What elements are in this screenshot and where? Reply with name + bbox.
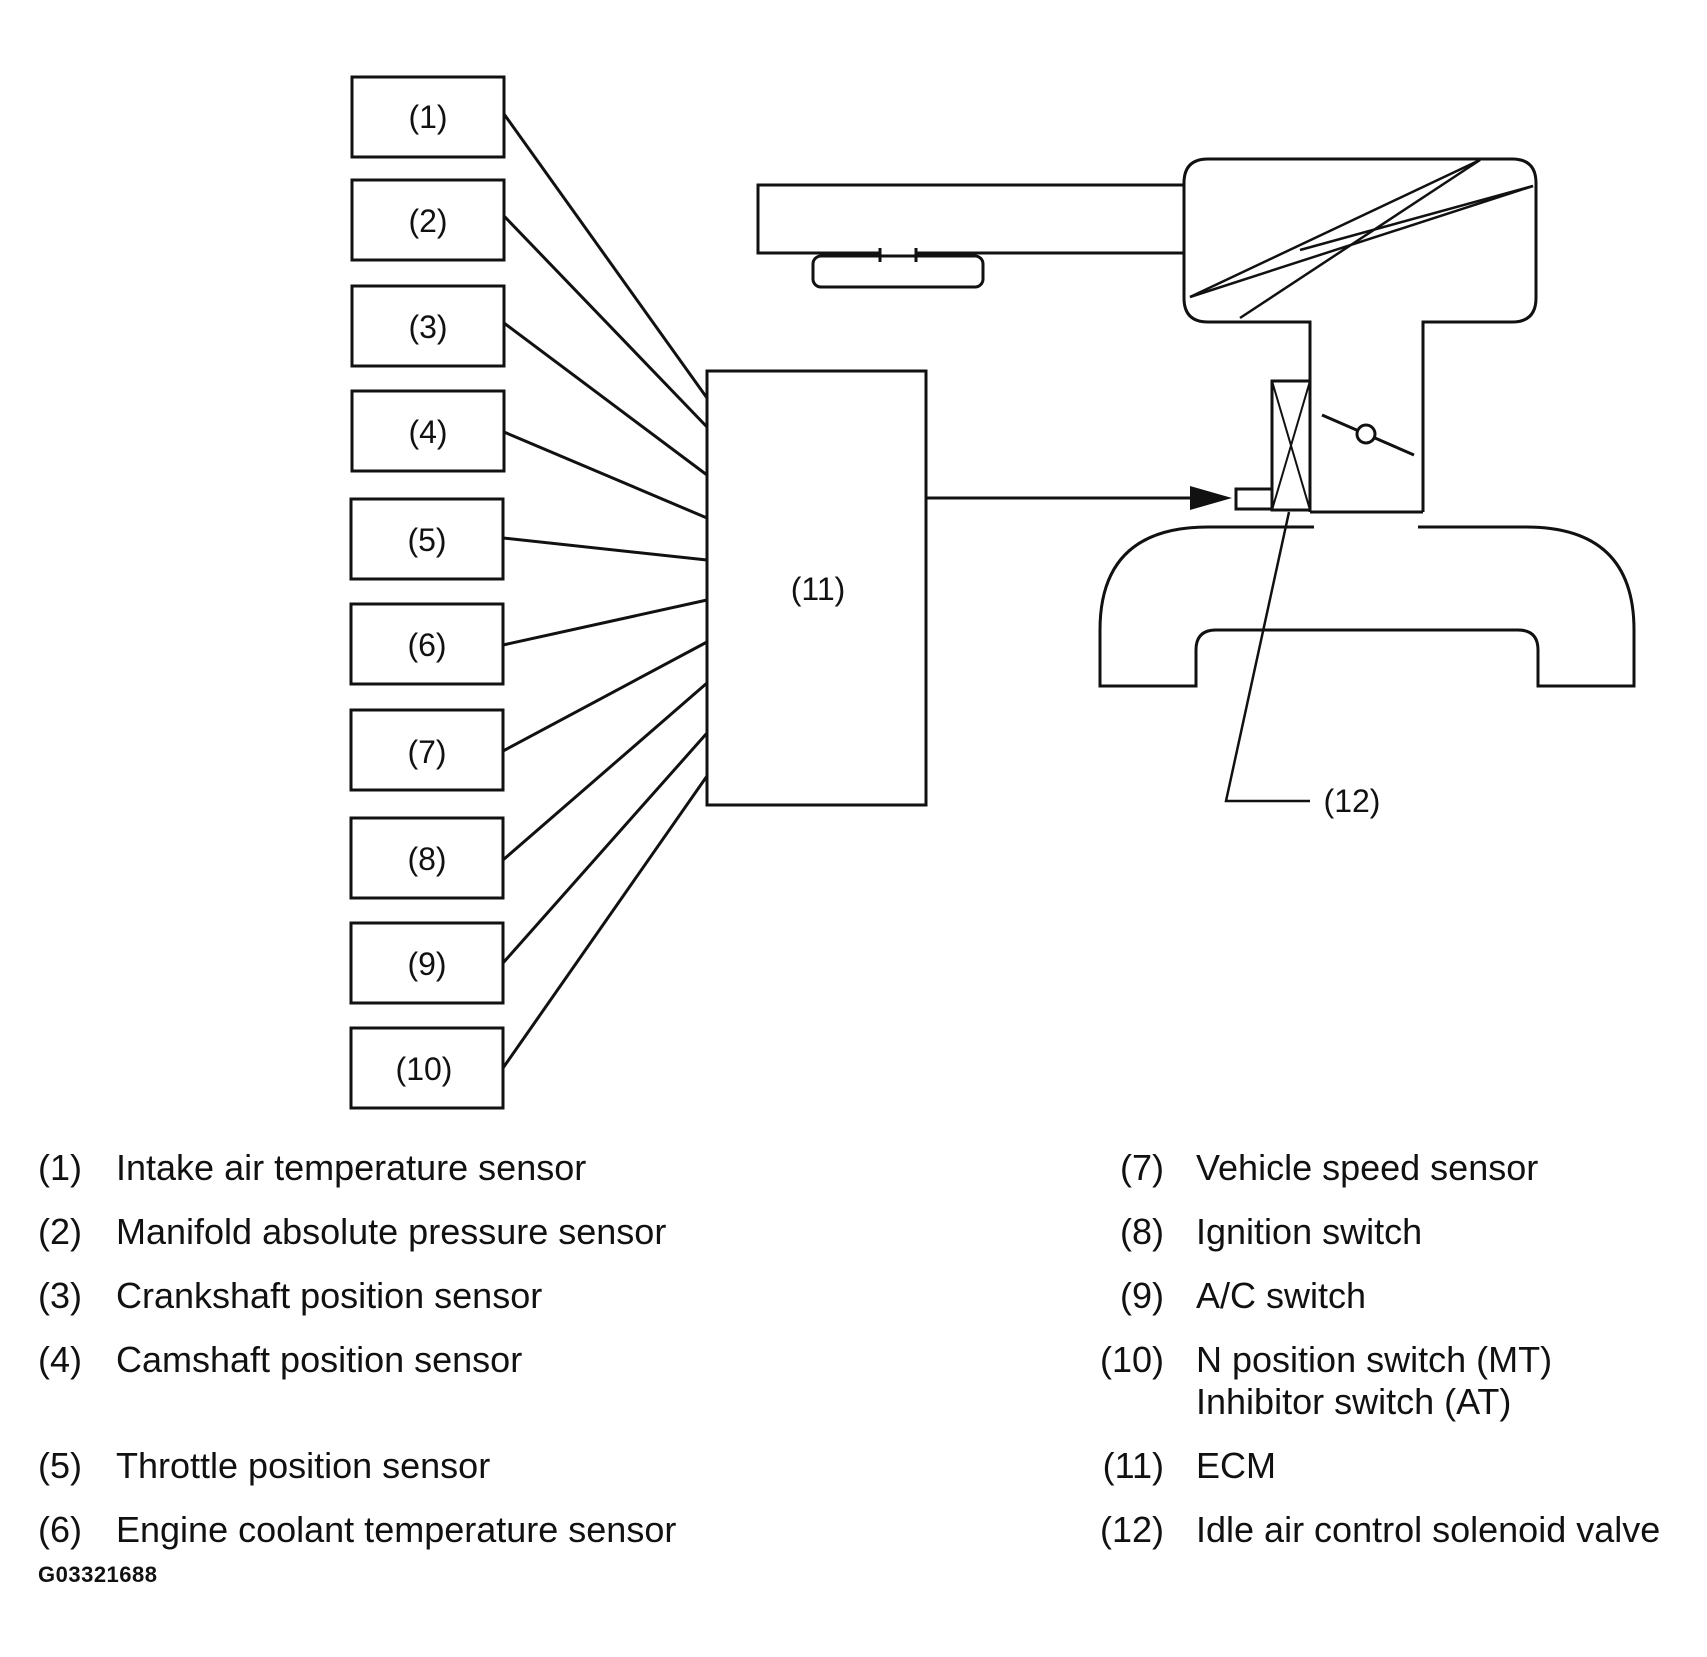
sensor-box-label-2: (2) [408,203,447,239]
ecm-box [705,369,928,807]
sensor-box-1 [350,75,506,159]
wire-4 [503,430,708,520]
legend-text-line2: Inhibitor switch (AT) [1196,1381,1512,1422]
sensor-box-4 [350,389,506,473]
sensor-box-3 [350,284,506,368]
legend-text: Idle air control solenoid valve [1196,1509,1661,1550]
legend-num: (4) [38,1339,82,1380]
legend-text: Crankshaft position sensor [116,1275,543,1316]
figure-id: G03321688 [38,1562,158,1587]
sensor-wires [501,113,709,1069]
sensor-box-label-1: (1) [408,99,447,135]
legend-text: Camshaft position sensor [116,1339,523,1380]
legend-text: ECM [1196,1445,1276,1486]
wire-8 [502,681,708,862]
sensor-box-label-5: (5) [407,522,446,558]
legend-num: (10) [1099,1339,1164,1380]
legend-num: (8) [1120,1211,1164,1252]
wire-9 [501,732,709,964]
idle-air-control-valve [1234,379,1312,512]
wire-3 [503,321,708,477]
legend-num: (5) [38,1445,82,1486]
wire-6 [502,598,708,647]
legend-num: (6) [38,1509,82,1550]
legend-num: (11) [1102,1445,1164,1486]
ecm-label: (11) [791,571,846,607]
legend-text: Intake air temperature sensor [116,1147,587,1188]
legend-text: Ignition switch [1196,1211,1423,1252]
intake-manifold [1098,525,1636,688]
sensor-box-label-10: (10) [396,1051,453,1087]
legend-num: (1) [38,1147,82,1188]
legend-num: (7) [1120,1147,1164,1188]
sensor-box-label-7: (7) [407,734,446,770]
sensor-box-label-4: (4) [408,414,447,450]
duct-bracket [811,254,985,289]
valve-callout-leader [1224,511,1310,803]
wire-1 [502,113,709,399]
sensor-box-label-9: (9) [407,946,446,982]
legend-text: Engine coolant temperature sensor [116,1509,677,1550]
legend-num: (2) [38,1211,82,1252]
intake-duct [756,157,1538,514]
sensor-box-8 [349,816,505,900]
throttle-valve [1321,413,1415,457]
output-arrowhead [1190,486,1232,510]
sensor-box-label-3: (3) [408,309,447,345]
legend-num: (9) [1120,1275,1164,1316]
wire-10 [501,775,709,1069]
legend-text: Manifold absolute pressure sensor [116,1211,667,1252]
valve-connector [1234,487,1274,511]
wire-5 [502,536,708,562]
sensor-box-label-8: (8) [407,841,446,877]
legend-num: (12) [1099,1509,1164,1550]
sensor-box-2 [350,178,506,262]
legend-text: N position switch (MT) [1196,1339,1553,1380]
legend-num: (3) [38,1275,82,1316]
sensor-box-label-6: (6) [407,627,446,663]
legend-text: Throttle position sensor [116,1445,491,1486]
legend-text: Vehicle speed sensor [1196,1147,1539,1188]
legend-text: A/C switch [1196,1275,1367,1316]
air-filter-element [1189,158,1534,320]
valve-callout-label: (12) [1324,783,1381,819]
wire-2 [502,214,709,429]
wire-7 [502,640,708,753]
